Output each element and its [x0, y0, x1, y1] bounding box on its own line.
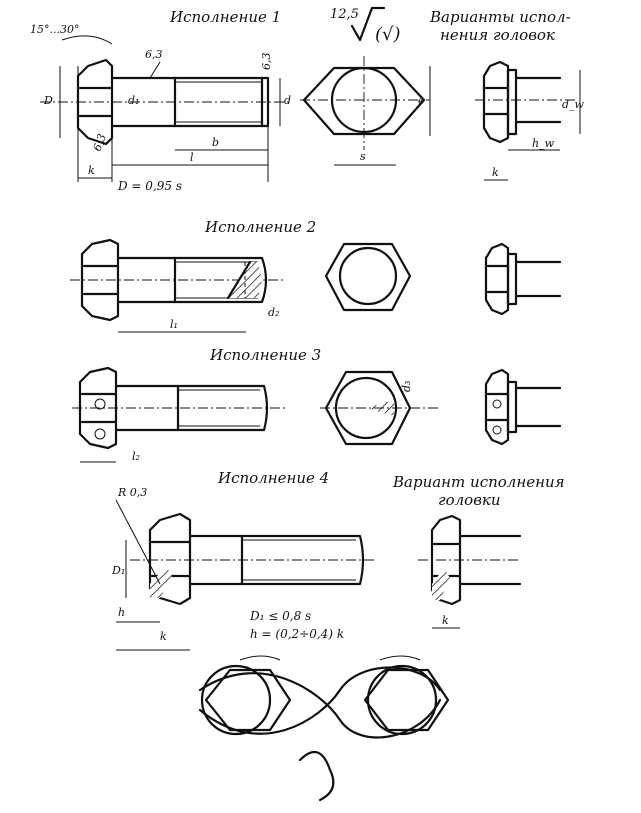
dim-e: e [418, 94, 425, 107]
dim-k-v4: k [160, 630, 167, 643]
dim-hw: h_w [532, 137, 555, 150]
dim-d2: d₂ [268, 306, 279, 319]
dim-d3: d₃ [400, 381, 413, 392]
caption-variant-1: Исполнение 1 [169, 8, 281, 26]
variant-3-side-view: l₂ [72, 366, 285, 463]
variant-2-head-view [484, 242, 562, 316]
dim-l2: l₂ [132, 450, 140, 463]
dim-d1: d₁ [128, 94, 139, 107]
dim-d: d [284, 94, 291, 107]
variant-1-side-view: D d₁ d b l k 15°...30° 6,3 6,3 6,3 D = 0… [30, 23, 291, 193]
dim-dw: d_w [562, 98, 585, 111]
caption-head-variants-line1: Варианты испол- [429, 8, 571, 26]
roughness-mark: (√) [375, 24, 401, 45]
finish-left: 6,3 [91, 132, 109, 153]
roughness-value: 12,5 [330, 7, 359, 22]
dim-R: R 0,3 [117, 486, 147, 499]
variant-3-head-view [484, 368, 562, 446]
head-variant-top: d_w h_w k [475, 60, 585, 181]
dim-angle: 15°...30° [30, 23, 79, 36]
dim-h: h [118, 606, 125, 619]
variant-4-side-view: R 0,3 D₁ h k D₁ ≤ 0,8 s h = (0,2÷0,4) k [111, 486, 375, 651]
caption-head-variants-line2: нения головок [440, 26, 555, 44]
dim-k-head-bottom: k [442, 614, 449, 627]
caption-head-variant-line2: головки [438, 491, 501, 509]
dim-l: l [190, 151, 194, 164]
finish-right: 6,3 [260, 53, 273, 71]
dim-s: s [360, 150, 366, 163]
variant-2-side-view: l₁ d₂ [70, 238, 285, 333]
caption-head-variant-line1: Вариант исполнения [392, 473, 565, 491]
caption-variant-2: Исполнение 2 [204, 218, 316, 236]
formula-D: D = 0,95 s [117, 179, 182, 193]
finish-top: 6,3 [145, 48, 163, 61]
wire-locking-illustration [198, 655, 450, 802]
dim-D1: D₁ [111, 564, 125, 577]
variant-1-hex-view: s e [300, 56, 431, 166]
head-variant-bottom: k [418, 514, 522, 629]
dim-k-head: k [492, 166, 499, 179]
dim-k: k [88, 164, 95, 177]
variant-3-hex-view: d₃ [320, 370, 440, 446]
caption-variant-3: Исполнение 3 [209, 346, 321, 364]
variant-2-hex-view [324, 242, 412, 312]
roughness-symbol: 12,5 (√) [330, 6, 401, 45]
caption-variant-4: Исполнение 4 [217, 469, 329, 487]
dim-l1: l₁ [170, 318, 178, 331]
formula-h: h = (0,2÷0,4) k [250, 627, 344, 641]
dim-D: D [43, 94, 53, 107]
dim-b: b [212, 136, 219, 149]
formula-D1: D₁ ≤ 0,8 s [249, 609, 311, 623]
